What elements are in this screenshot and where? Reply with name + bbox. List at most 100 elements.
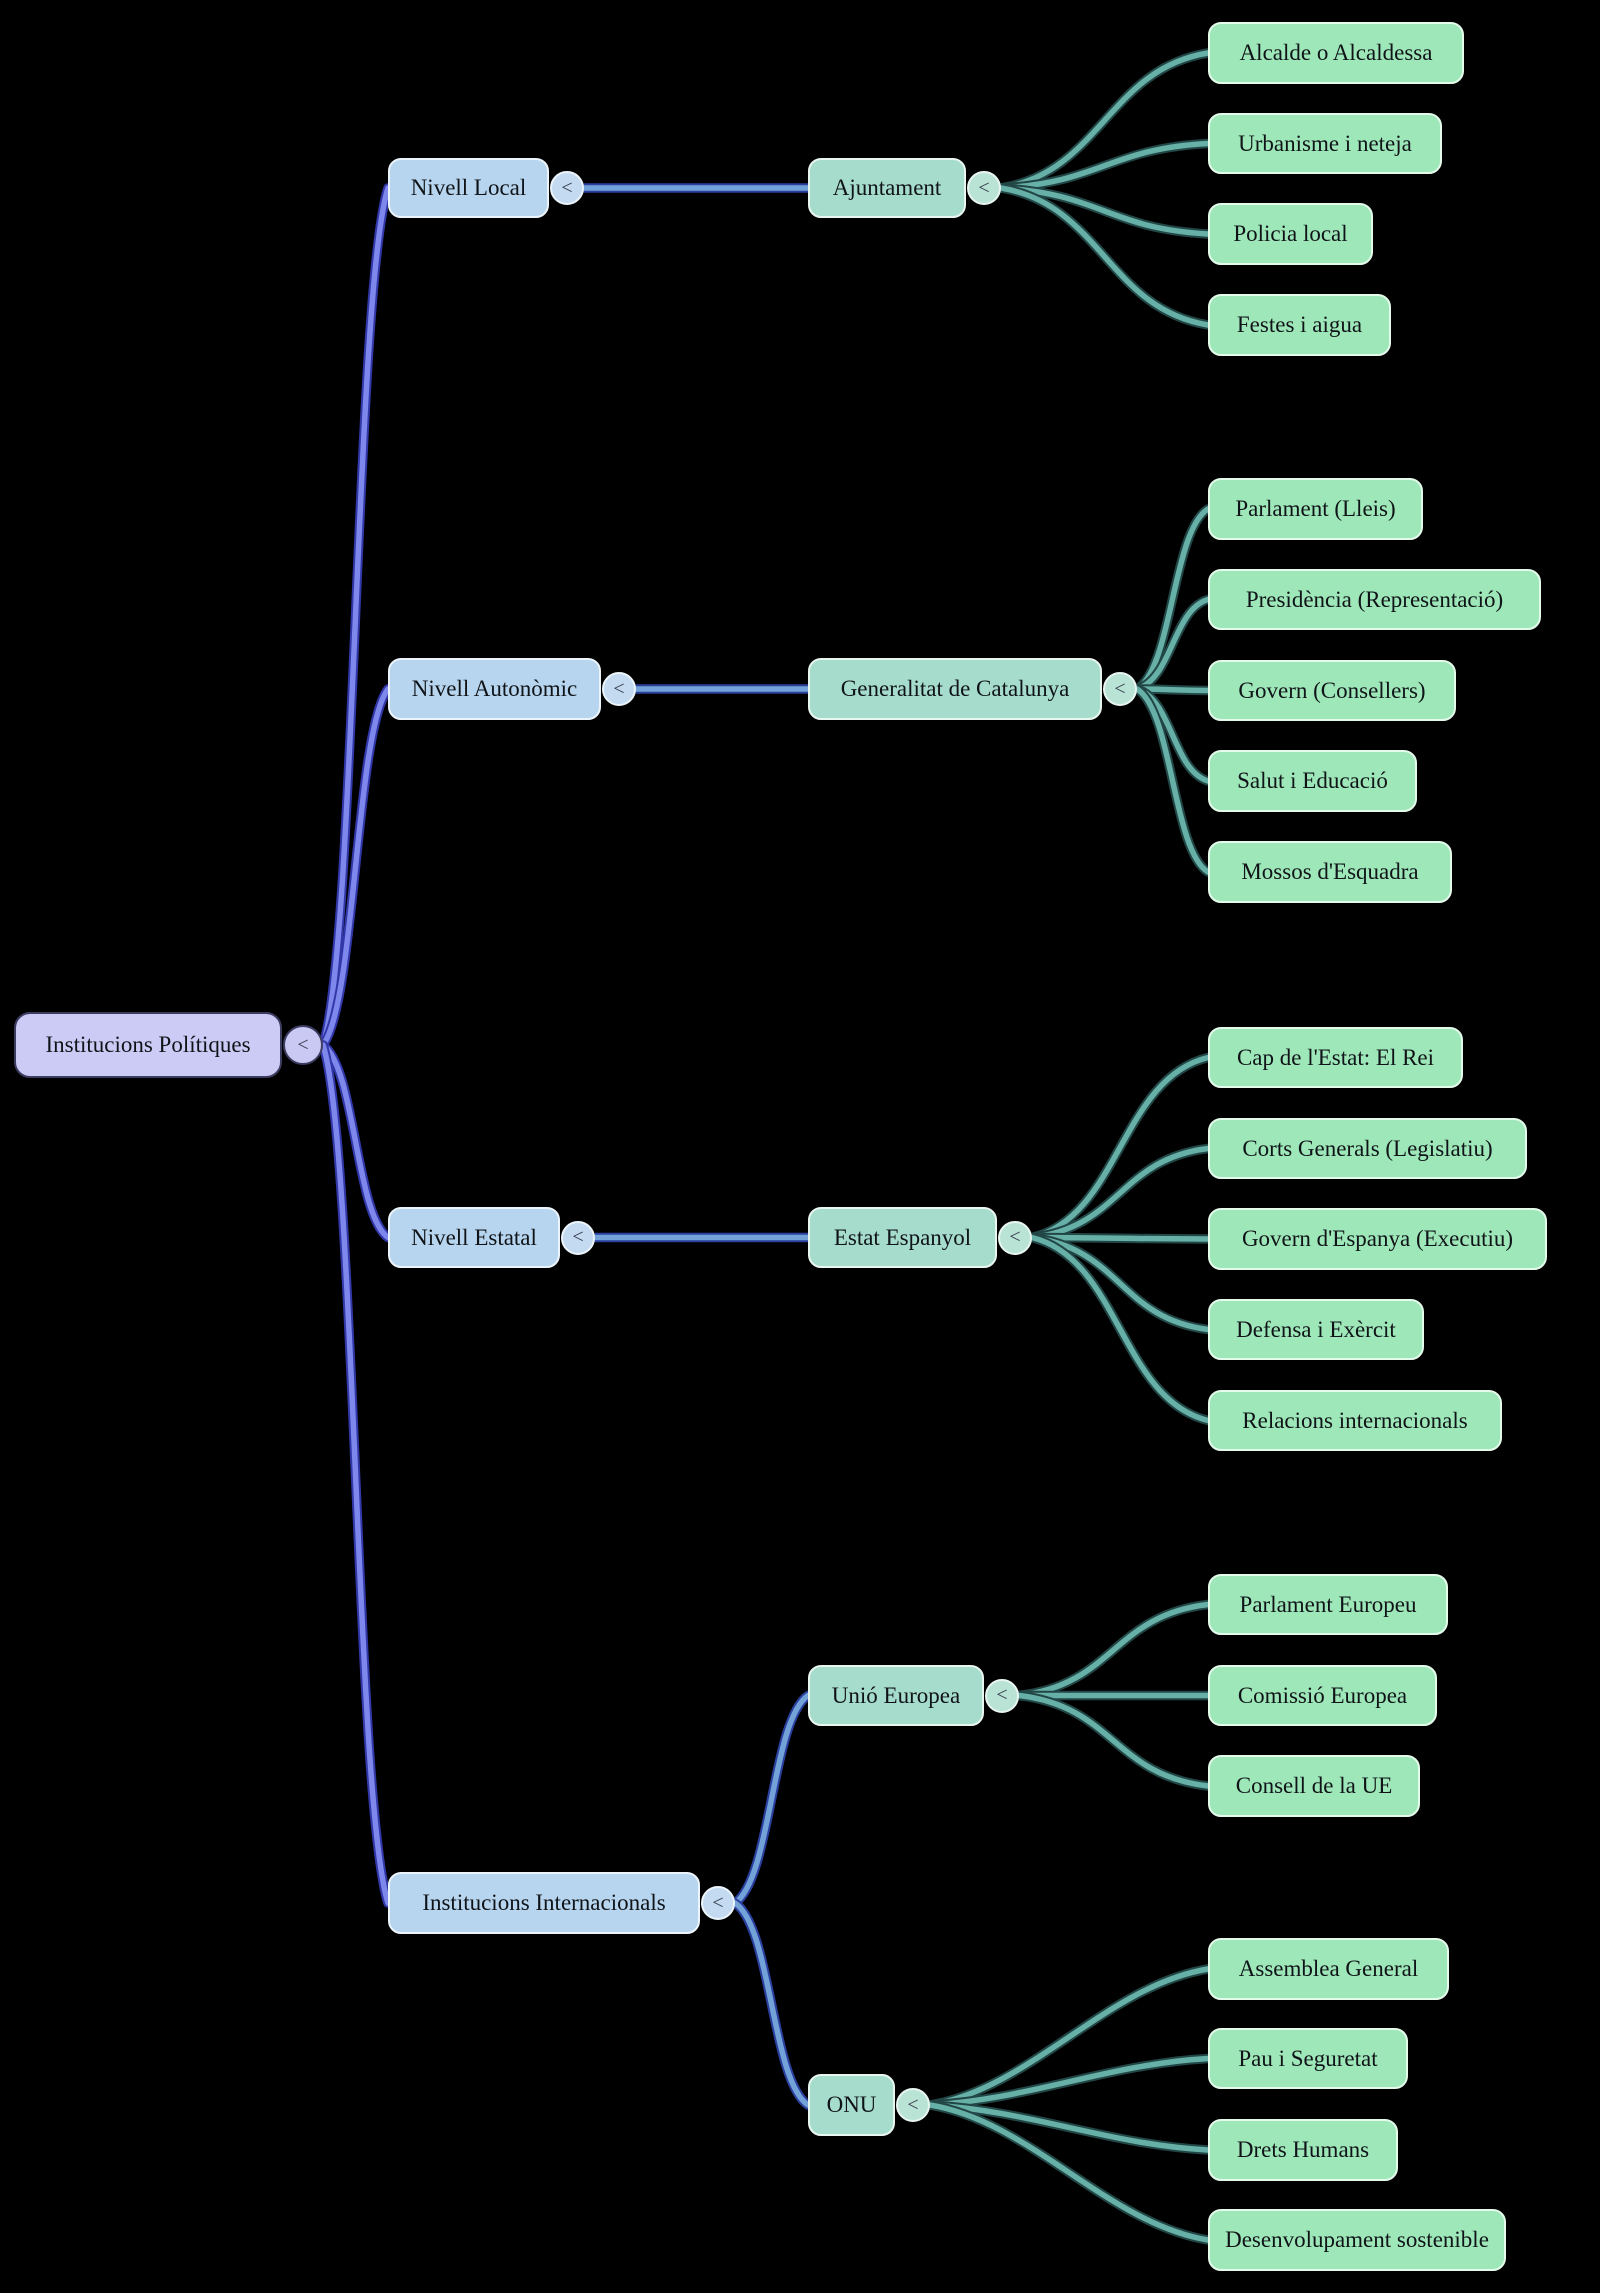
node-label: Parlament Europeu [1239, 1591, 1417, 1617]
collapse-button-n3[interactable]: < [561, 1220, 595, 1255]
collapse-button-g[interactable]: < [1103, 672, 1137, 706]
collapse-icon: < [561, 176, 573, 199]
node-label: Estat Espanyol [833, 1224, 972, 1250]
mindmap-node-o[interactable]: ONU [808, 2074, 895, 2136]
mindmap-node-g[interactable]: Generalitat de Catalunya [808, 658, 1102, 720]
edge-o-o1 [927, 1966, 1211, 2108]
edge-u-u1 [1016, 1601, 1211, 1699]
collapse-icon: < [907, 2093, 919, 2116]
edge-o-o3 [927, 2102, 1211, 2153]
mindmap-node-a2[interactable]: Urbanisme i neteja [1208, 113, 1442, 174]
node-label: Salut i Educació [1237, 768, 1388, 793]
mindmap-node-n1[interactable]: Nivell Local [388, 158, 549, 218]
mindmap-node-e[interactable]: Estat Espanyol [808, 1207, 997, 1268]
collapse-icon: < [1009, 1226, 1021, 1248]
node-label: ONU [826, 2092, 877, 2117]
node-label: Relacions internacionals [1242, 1407, 1468, 1433]
collapse-icon: < [712, 1891, 724, 1914]
edge-a-a3 [998, 185, 1211, 237]
node-label: Nivell Autonòmic [411, 676, 578, 701]
node-label: Govern d'Espanya (Executiu) [1241, 1226, 1514, 1251]
collapse-button-n4[interactable]: < [701, 1886, 735, 1920]
node-label: Comissió Europea [1237, 1682, 1408, 1708]
mindmap-node-a3[interactable]: Policia local [1208, 203, 1373, 265]
collapse-icon: < [297, 1033, 309, 1056]
node-label: Urbanisme i neteja [1238, 130, 1412, 156]
edge-n4-u [732, 1692, 811, 1906]
mindmap-node-g3[interactable]: Govern (Consellers) [1208, 660, 1456, 721]
mindmap-node-g4[interactable]: Salut i Educació [1208, 750, 1417, 812]
collapse-button-root[interactable]: < [283, 1025, 323, 1065]
mindmap-node-n2[interactable]: Nivell Autonòmic [388, 658, 601, 720]
mindmap-node-g2[interactable]: Presidència (Representació) [1208, 569, 1541, 630]
mindmap-node-e4[interactable]: Defensa i Exèrcit [1208, 1299, 1424, 1360]
mindmap-node-o2[interactable]: Pau i Seguretat [1208, 2028, 1408, 2089]
node-label: Nivell Estatal [411, 1224, 537, 1250]
edge-g-g5 [1134, 686, 1211, 875]
node-label: Unió Europea [831, 1682, 961, 1708]
collapse-button-n2[interactable]: < [602, 672, 636, 706]
collapse-icon: < [996, 1684, 1008, 1706]
mindmap-node-u1[interactable]: Parlament Europeu [1208, 1574, 1448, 1635]
mindmap-node-u2[interactable]: Comissió Europea [1208, 1665, 1437, 1726]
node-label: Cap de l'Estat: El Rei [1236, 1044, 1435, 1070]
edge-e-e3 [1029, 1234, 1211, 1242]
edge-g-g1 [1134, 506, 1211, 692]
node-label: Presidència (Representació) [1245, 586, 1504, 612]
collapse-icon: < [613, 677, 625, 700]
mindmap-node-e5[interactable]: Relacions internacionals [1208, 1390, 1502, 1451]
node-label: Pau i Seguretat [1238, 2045, 1378, 2071]
mindmap-node-n3[interactable]: Nivell Estatal [388, 1207, 560, 1268]
collapse-button-e[interactable]: < [998, 1220, 1032, 1255]
collapse-button-o[interactable]: < [896, 2088, 930, 2122]
mindmap-node-u3[interactable]: Consell de la UE [1208, 1755, 1420, 1817]
node-label: Generalitat de Catalunya [840, 676, 1070, 701]
mindmap-node-a[interactable]: Ajuntament [808, 158, 966, 218]
node-label: Assemblea General [1238, 1956, 1419, 1981]
edge-u-u3 [1016, 1692, 1211, 1789]
edge-e-e2 [1029, 1145, 1211, 1241]
edge-root-n2 [320, 686, 391, 1048]
mindmap-node-e2[interactable]: Corts Generals (Legislatiu) [1208, 1118, 1527, 1179]
collapse-icon: < [1114, 677, 1126, 700]
collapse-icon: < [572, 1226, 584, 1248]
edge-o-o4 [927, 2102, 1211, 2243]
node-label: Institucions Polítiques [45, 1032, 251, 1057]
mindmap-node-o1[interactable]: Assemblea General [1208, 1938, 1449, 2000]
mindmap-node-g1[interactable]: Parlament (Lleis) [1208, 478, 1423, 540]
edge-root-n1 [320, 185, 391, 1048]
mindmap-node-a4[interactable]: Festes i aigua [1208, 294, 1391, 356]
mindmap-node-n4[interactable]: Institucions Internacionals [388, 1872, 700, 1934]
edge-e-e4 [1029, 1234, 1211, 1333]
edge-root-n4 [320, 1042, 391, 1906]
mindmap-node-o4[interactable]: Desenvolupament sostenible [1208, 2209, 1506, 2271]
edge-root-n3 [320, 1042, 391, 1241]
node-label: Drets Humans [1236, 2137, 1370, 2162]
mindmap-node-o3[interactable]: Drets Humans [1208, 2119, 1398, 2181]
node-label: Institucions Internacionals [422, 1890, 666, 1915]
node-label: Desenvolupament sostenible [1225, 2227, 1489, 2252]
edge-e-e5 [1029, 1234, 1211, 1424]
edge-a-a2 [998, 140, 1211, 191]
node-label: Alcalde o Alcaldessa [1239, 40, 1433, 65]
node-label: Ajuntament [832, 175, 942, 200]
collapse-button-n1[interactable]: < [550, 171, 584, 205]
collapse-icon: < [978, 176, 990, 199]
mindmap-node-e1[interactable]: Cap de l'Estat: El Rei [1208, 1027, 1463, 1088]
collapse-button-a[interactable]: < [967, 171, 1001, 205]
collapse-button-u[interactable]: < [985, 1678, 1019, 1713]
mindmap-node-u[interactable]: Unió Europea [808, 1665, 984, 1726]
node-label: Mossos d'Esquadra [1241, 859, 1419, 884]
mindmap-node-g5[interactable]: Mossos d'Esquadra [1208, 841, 1452, 903]
mindmap-node-root[interactable]: Institucions Polítiques [14, 1012, 282, 1078]
edge-o-o2 [927, 2055, 1211, 2108]
mindmap-node-e3[interactable]: Govern d'Espanya (Executiu) [1208, 1208, 1547, 1270]
node-label: Parlament (Lleis) [1235, 496, 1396, 521]
mindmap-node-a1[interactable]: Alcalde o Alcaldessa [1208, 22, 1464, 84]
edge-e-e1 [1029, 1054, 1211, 1241]
edge-a-a4 [998, 185, 1211, 328]
edge-g-g2 [1134, 596, 1211, 692]
node-label: Festes i aigua [1236, 312, 1363, 337]
